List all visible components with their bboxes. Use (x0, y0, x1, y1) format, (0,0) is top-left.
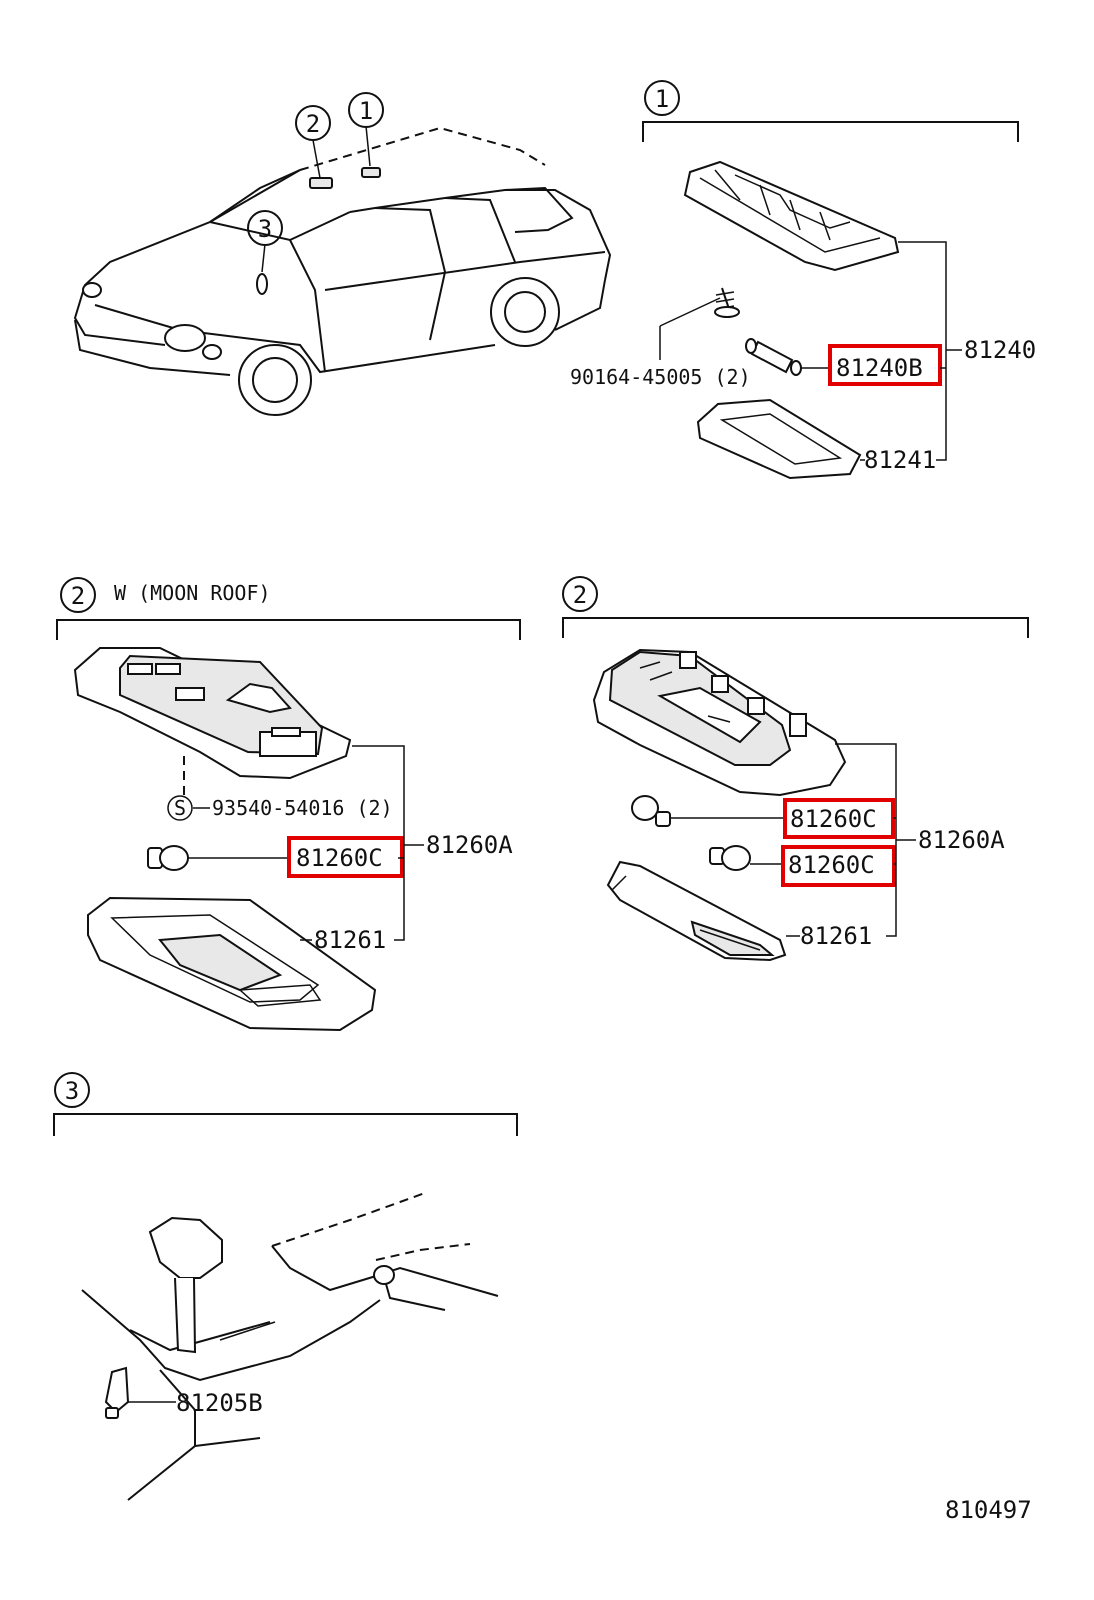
section-2-left-lens-label: 81261 (314, 926, 386, 954)
section-2-left-title: W (MOON ROOF) (114, 581, 271, 605)
screw-symbol-circle (167, 795, 193, 821)
callout-circle-2 (295, 105, 331, 141)
section-2-left-circle (60, 577, 96, 613)
section-2-left-assembly-label: 81260A (426, 831, 513, 859)
lamp-lens-part (696, 398, 862, 480)
assembly-bracket-right (835, 743, 897, 937)
console-bulb-part (104, 1366, 130, 1419)
section-2-right-bulb-top-label: 81260C (790, 805, 877, 833)
map-lamp-housing-moon-roof (73, 647, 352, 780)
section-2-right-number: 2 (573, 581, 587, 609)
section-2-standard: 2 81260C 81260C (562, 576, 1029, 962)
screw-leader (659, 297, 721, 327)
section-3-circle (54, 1072, 90, 1108)
section-2-right-lens-label: 81261 (800, 922, 872, 950)
section-3-bulb-label: 81205B (176, 1389, 263, 1417)
section-1-bracket (642, 121, 1019, 142)
map-lamp-lens-standard (606, 860, 787, 962)
section-3-number: 3 (65, 1077, 79, 1105)
section-1-screw-label: 90164-45005 (2) (570, 365, 751, 389)
section-2-left-number: 2 (71, 582, 85, 610)
section-2-moon-roof: 2 W (MOON ROOF) S 93540-54016 (2) 81260C (56, 577, 521, 1032)
screw-part (714, 287, 740, 318)
map-lamp-lens-moon-roof (87, 896, 377, 1032)
section-2-left-bulb-label: 81260C (296, 844, 383, 872)
section-2-right-circle (562, 576, 598, 612)
section-3-bracket (53, 1113, 518, 1136)
assembly-bracket (898, 241, 947, 461)
callout-1-label: 1 (359, 97, 373, 125)
car-illustration (73, 125, 612, 416)
section-1-lens-label: 81241 (864, 446, 936, 474)
bulb-highlight-box-left (287, 836, 404, 878)
section-3-console: 3 81205B (53, 1072, 518, 1501)
section-2-left-bracket (56, 619, 521, 640)
callout-circle-3 (247, 210, 283, 246)
diagram-id: 810497 (945, 1496, 1032, 1524)
callout-circle-1 (348, 92, 384, 128)
section-1-assembly-label: 81240 (964, 336, 1036, 364)
section-2-right-assembly-label: 81260A (918, 826, 1005, 854)
map-lamp-housing-standard (592, 648, 847, 797)
assembly-bracket-left (352, 745, 405, 941)
section-1-circle (644, 80, 680, 116)
callout-2-label: 2 (306, 110, 320, 138)
section-1: 1 90164-45005 (2) 81240B (570, 80, 1036, 480)
section-2-left-screw-label: 93540-54016 (2) (212, 796, 393, 820)
section-2-right-bracket (562, 617, 1029, 638)
wedge-bulb-part-right-bottom (709, 845, 751, 871)
bulb-highlight-box (828, 344, 942, 386)
section-1-number: 1 (655, 85, 669, 113)
wedge-bulb-part-left (147, 845, 189, 871)
room-lamp-housing (683, 160, 900, 272)
festoon-bulb-part (745, 338, 802, 376)
section-2-right-bulb-bottom-label: 81260C (788, 851, 875, 879)
section-1-bulb-label: 81240B (836, 354, 923, 382)
wedge-bulb-part-right-top (631, 795, 671, 827)
callout-3-label: 3 (258, 215, 272, 243)
bulb-highlight-box-right-bottom (781, 845, 896, 887)
screw-symbol: S (174, 796, 186, 820)
